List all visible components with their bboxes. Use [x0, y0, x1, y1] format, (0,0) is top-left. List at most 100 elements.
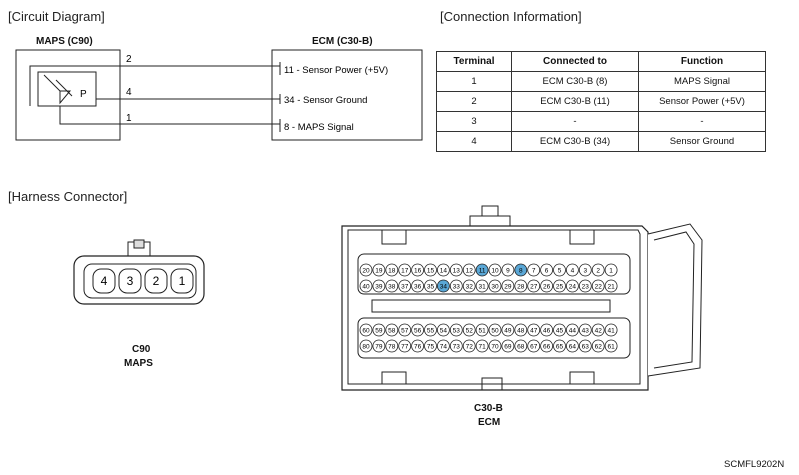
svg-text:25: 25: [556, 284, 564, 291]
ecm-pin-11: 11 - Sensor Power (+5V): [284, 65, 388, 76]
ecm-pin: 36: [411, 279, 424, 293]
svg-text:39: 39: [375, 284, 383, 291]
svg-text:50: 50: [491, 328, 499, 335]
ecm-pin: 32: [462, 279, 476, 293]
ecm-pin: 59: [372, 323, 386, 337]
maps-label: MAPS (C90): [36, 36, 93, 47]
svg-text:51: 51: [478, 328, 486, 335]
ecm-pin: 64: [565, 339, 579, 353]
svg-text:14: 14: [440, 268, 448, 275]
table-row: 3--: [436, 111, 766, 132]
ecm-pin: 23: [578, 279, 592, 293]
ecm-pin: 22: [591, 279, 605, 293]
wire-pin-2: [29, 65, 280, 106]
svg-text:48: 48: [517, 328, 525, 335]
svg-text:29: 29: [504, 284, 512, 291]
svg-text:34: 34: [440, 284, 448, 291]
ecm-pin: 20: [359, 263, 373, 277]
ecm-pin: 65: [553, 339, 566, 353]
ecm-pin: 33: [449, 279, 463, 293]
ecm-pin: 3: [578, 263, 592, 277]
svg-text:30: 30: [491, 284, 499, 291]
svg-text:65: 65: [556, 344, 564, 351]
ecm-pin-8: 8 - MAPS Signal: [284, 122, 354, 133]
svg-text:78: 78: [388, 344, 396, 351]
svg-text:76: 76: [414, 344, 422, 351]
svg-text:47: 47: [530, 328, 538, 335]
ecm-pin: 35: [424, 279, 437, 293]
ecm-pin: 2: [591, 263, 605, 277]
svg-text:67: 67: [530, 344, 538, 351]
ecm-pin: 13: [449, 263, 463, 277]
ecm-pin: 66: [540, 339, 554, 353]
ecm-pin: 76: [411, 339, 424, 353]
svg-text:3: 3: [127, 274, 134, 288]
svg-text:63: 63: [582, 344, 590, 351]
svg-text:43: 43: [582, 328, 590, 335]
ecm-pin: 43: [578, 323, 592, 337]
svg-text:18: 18: [388, 268, 396, 275]
ecm-pin: 62: [591, 339, 605, 353]
c90-pin: 1: [170, 268, 194, 294]
svg-text:58: 58: [388, 328, 396, 335]
ecm-pin: 48: [514, 323, 528, 337]
ecm-pin: 12: [462, 263, 476, 277]
svg-text:4: 4: [571, 268, 575, 275]
svg-text:57: 57: [401, 328, 409, 335]
ecm-pin: 1: [604, 263, 618, 277]
svg-text:2: 2: [153, 274, 160, 288]
ecm-pin: 50: [488, 323, 502, 337]
ecm-pin: 52: [462, 323, 476, 337]
svg-text:12: 12: [466, 268, 474, 275]
sensor-pin-2: 2: [126, 54, 132, 65]
svg-text:17: 17: [401, 268, 409, 275]
svg-text:41: 41: [607, 328, 615, 335]
sensor-pin-1: 1: [126, 113, 132, 124]
ecm-pin: 49: [501, 323, 515, 337]
svg-text:46: 46: [543, 328, 551, 335]
ecm-pin: 80: [359, 339, 373, 353]
svg-text:68: 68: [517, 344, 525, 351]
svg-text:3: 3: [583, 268, 587, 275]
svg-text:49: 49: [504, 328, 512, 335]
svg-text:53: 53: [453, 328, 461, 335]
svg-text:60: 60: [362, 328, 370, 335]
ecm-pin: 25: [553, 279, 566, 293]
ecm-pin: 75: [424, 339, 437, 353]
circuit-diagram-title: [Circuit Diagram]: [8, 9, 105, 24]
ecm-pin: 63: [578, 339, 592, 353]
svg-text:21: 21: [607, 284, 615, 291]
ecm-pin: 46: [540, 323, 554, 337]
ecm-pin: 5: [553, 263, 566, 277]
ecm-pin: 74: [437, 339, 450, 353]
ecm-pin: 39: [372, 279, 386, 293]
svg-text:55: 55: [427, 328, 435, 335]
svg-text:59: 59: [375, 328, 383, 335]
ecm-pin: 44: [565, 323, 579, 337]
c90-code: C90: [132, 344, 151, 355]
header-connected-to: Connected to: [511, 51, 639, 72]
ecm-pin: 16: [411, 263, 424, 277]
svg-text:1: 1: [609, 268, 613, 275]
svg-text:24: 24: [569, 284, 577, 291]
ecm-pin: 19: [372, 263, 386, 277]
wire-pin-1: [59, 106, 280, 125]
svg-text:9: 9: [506, 268, 510, 275]
ecm-pin-34: 34 - Sensor Ground: [284, 95, 367, 106]
ecm-pin: 29: [501, 279, 515, 293]
ecm-pin: 57: [398, 323, 412, 337]
c90-pin: 4: [92, 268, 116, 294]
ecm-pin: 61: [604, 339, 618, 353]
svg-text:40: 40: [362, 284, 370, 291]
ecm-pin: 58: [385, 323, 399, 337]
ecm-pin: 26: [540, 279, 554, 293]
ecm-pin: 67: [527, 339, 541, 353]
svg-text:26: 26: [543, 284, 551, 291]
ecm-pin: 4: [565, 263, 579, 277]
circuit-diagram: P 2 4 1 11 - Sensor Power (+5V) 34 - Sen…: [15, 49, 423, 141]
ecm-pin: 18: [385, 263, 399, 277]
svg-text:75: 75: [427, 344, 435, 351]
